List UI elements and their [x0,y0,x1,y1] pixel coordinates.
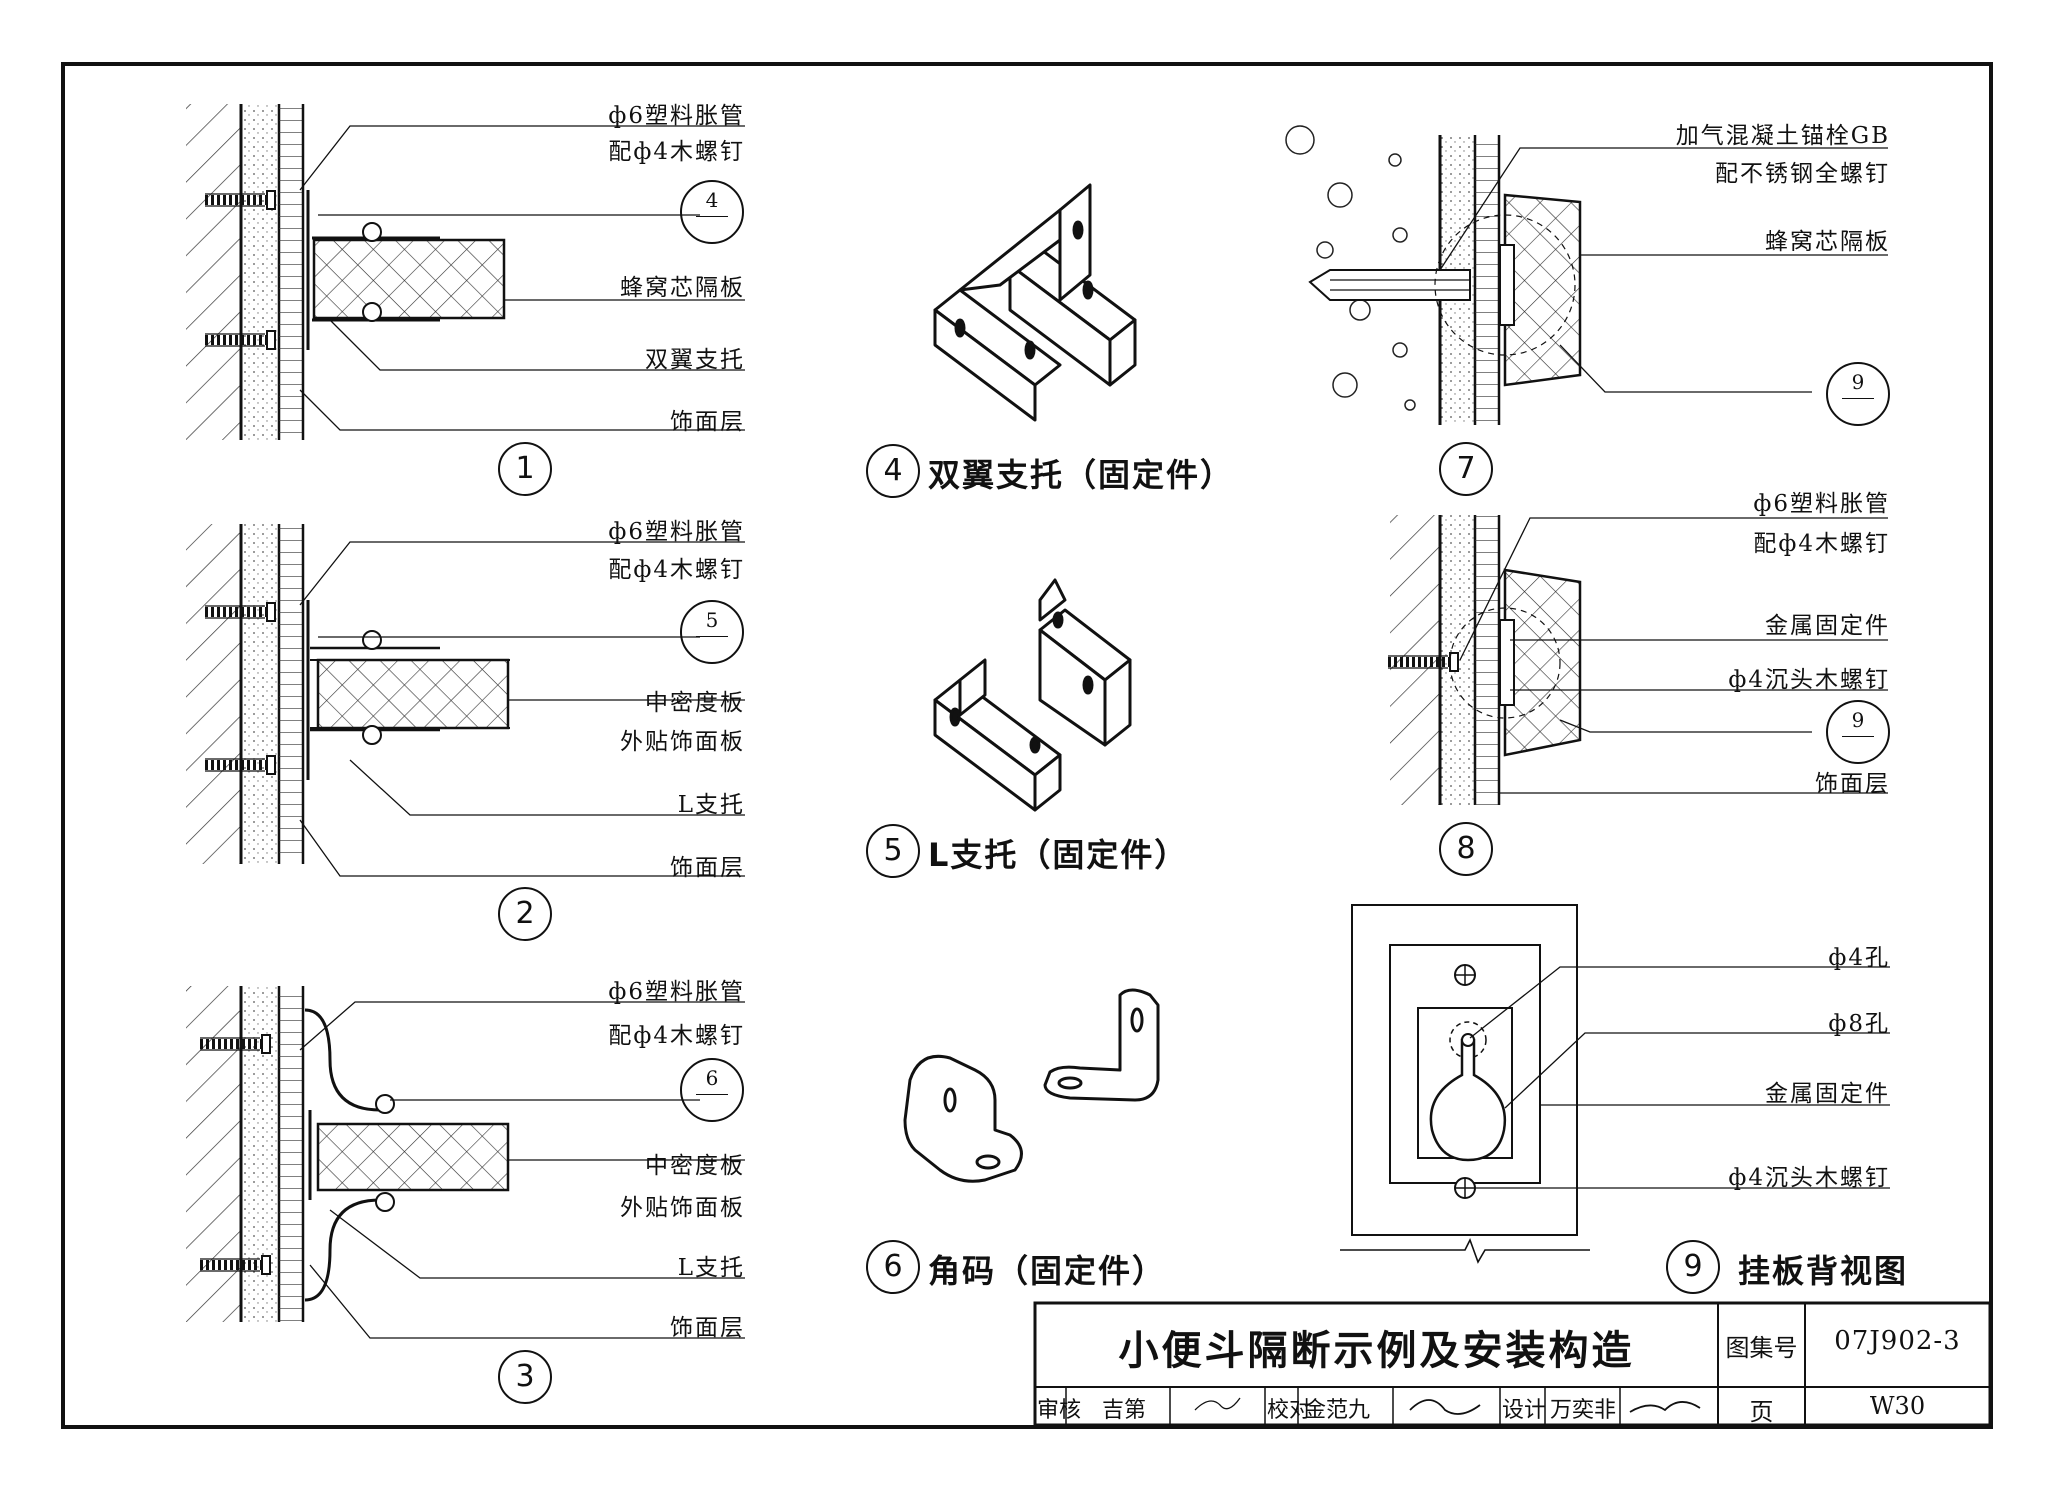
d2-label-expansion-tube: ф6塑料胀管 [608,519,745,545]
detail-9-caption: 挂板背视图 [1738,1252,1909,1290]
detail-2-number: 2 [498,887,552,941]
d1-label-finish-layer: 饰面层 [670,409,745,435]
sheet-border [61,62,1993,1429]
d8-label-finish-layer: 饰面层 [1815,771,1890,797]
d2-label-l-bracket: L支托 [677,792,745,818]
d8-label-countersunk-screw: ф4沉头木螺钉 [1728,667,1890,693]
page-label: 页 [1749,1398,1774,1426]
detail-4-bracket [933,183,1137,422]
d1-label-expansion-tube: ф6塑料胀管 [608,103,745,129]
d2-label-finish-layer: 饰面层 [670,855,745,881]
d9-label-4mm-hole: ф4孔 [1828,945,1890,971]
detail-1-number: 1 [498,442,552,496]
detail-3-number: 3 [498,1350,552,1404]
d3-label-l-bracket: L支托 [677,1255,745,1281]
title-block [1033,1301,1992,1427]
d3-label-finish-layer: 饰面层 [670,1315,745,1341]
detail-1-drawing [186,104,745,440]
detail-8-drawing [1388,515,1888,805]
detail-7-number: 7 [1439,442,1493,496]
d1-label-double-wing-bracket: 双翼支托 [645,347,745,373]
detail-8-number: 8 [1439,822,1493,876]
check-label: 校对 [1267,1398,1312,1423]
d7-label-honeycomb-panel: 蜂窝芯隔板 [1765,229,1890,255]
d1-label-honeycomb-panel: 蜂窝芯隔板 [620,275,745,301]
detail-9-drawing [1340,904,1890,1264]
design-label: 设计 [1502,1398,1547,1423]
detail-6-angles [903,988,1160,1183]
d3-label-expansion-tube: ф6塑料胀管 [608,979,745,1005]
detail-5-number: 5 [866,824,920,878]
d1-detail-ref: 4 [680,180,744,244]
detail-5-brackets [933,578,1132,812]
atlas-no-label: 图集号 [1725,1334,1798,1362]
d3-label-wood-screw: 配ф4木螺钉 [608,1023,745,1049]
review-label: 审核 [1037,1398,1082,1423]
d2-label-wood-screw: 配ф4木螺钉 [608,557,745,583]
drawing-title: 小便斗隔断示例及安装构造 [1118,1328,1635,1374]
d3-label-mdf: 中密度板 [645,1153,745,1179]
d8-label-wood-screw: 配ф4木螺钉 [1753,531,1890,557]
d9-label-8mm-hole: ф8孔 [1828,1011,1890,1037]
detail-2-drawing [186,524,745,877]
d8-detail-ref: 9 [1826,700,1890,764]
d7-label-stainless-screw: 配不锈钢全螺钉 [1715,161,1890,187]
d7-label-anchor-bolt: 加气混凝土锚栓GB [1675,123,1890,149]
d9-label-countersunk-screw: ф4沉头木螺钉 [1728,1165,1890,1191]
detail-3-drawing [186,986,745,1339]
detail-4-caption: 双翼支托（固定件） [928,456,1235,494]
d1-label-wood-screw: 配ф4木螺钉 [608,139,745,165]
page-no: W30 [1869,1392,1926,1420]
detail-9-number: 9 [1666,1240,1720,1294]
detail-6-caption: 角码（固定件） [928,1252,1167,1290]
detail-6-number: 6 [866,1240,920,1294]
d2-label-mdf: 中密度板 [645,690,745,716]
d7-detail-ref: 9 [1826,362,1890,426]
d8-label-metal-fixing: 金属固定件 [1765,613,1890,639]
d2-label-veneer: 外贴饰面板 [620,729,745,755]
d3-detail-ref: 6 [680,1058,744,1122]
designer-name: 万奕非 [1550,1398,1617,1423]
d9-label-metal-fixing: 金属固定件 [1765,1081,1890,1107]
d2-detail-ref: 5 [680,600,744,664]
reviewer-name: 吉第 [1102,1398,1147,1423]
atlas-no: 07J902-3 [1834,1326,1961,1356]
detail-5-caption: L支托（固定件） [928,836,1189,874]
d8-label-expansion-tube: ф6塑料胀管 [1753,491,1890,517]
checker-name: 金范九 [1304,1398,1371,1423]
detail-7-drawing [1285,125,1888,425]
d3-label-veneer: 外贴饰面板 [620,1195,745,1221]
detail-4-number: 4 [866,444,920,498]
